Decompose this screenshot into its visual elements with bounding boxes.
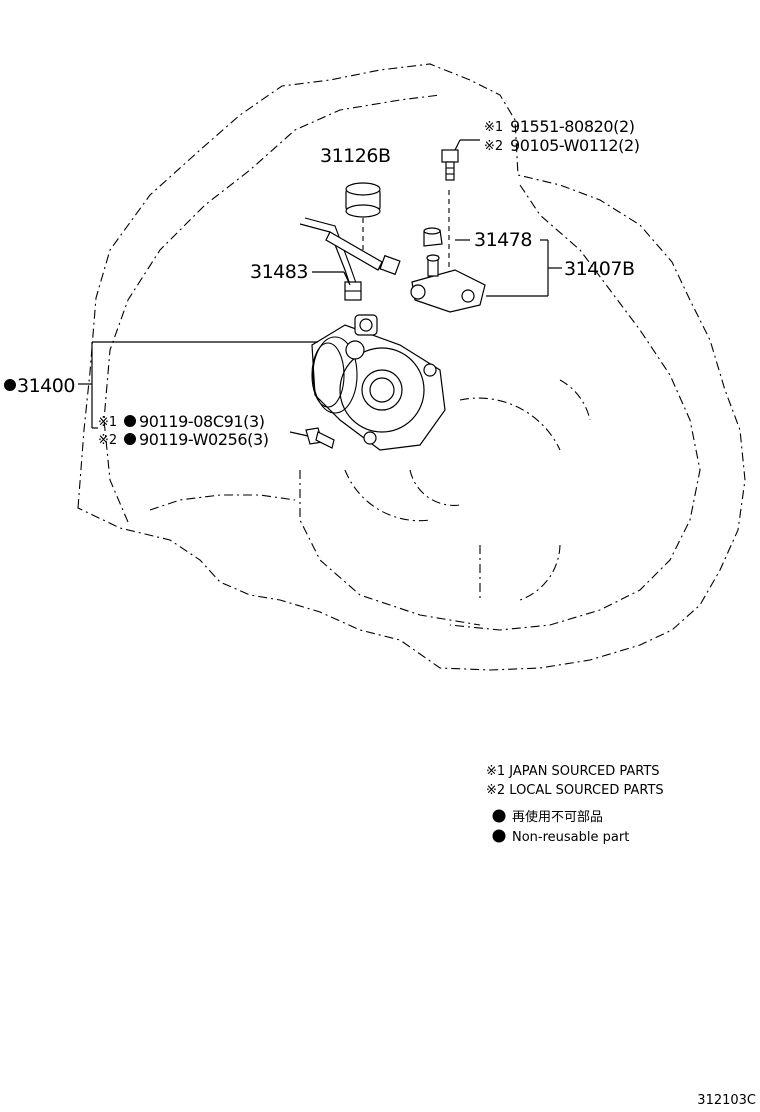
mark-local-mid: ※2 [98, 433, 117, 448]
bolt-mid[interactable] [305, 427, 335, 449]
label-31407B: 31407B [564, 258, 634, 280]
label-31400: 31400 [17, 375, 75, 397]
legend-non-reusable-jp: 再使用不可部品 [512, 809, 603, 825]
bleeder-assembly-31407B[interactable] [410, 254, 486, 313]
label-bolt-top-japan: 91551-80820(2) [510, 117, 635, 136]
mark-japan-top: ※1 [484, 120, 503, 135]
grommet-31126B[interactable] [345, 182, 381, 262]
non-reusable-dot-bolt-local [124, 433, 136, 445]
legend-dot-jp [492, 809, 506, 823]
label-31478: 31478 [474, 229, 532, 251]
non-reusable-dot-bolt-japan [124, 415, 136, 427]
label-bolt-top-local: 90105-W0112(2) [510, 136, 640, 155]
transmission-housing-outline [77, 63, 746, 671]
mark-local-top: ※2 [484, 139, 503, 154]
diagram-code: 312103C [697, 1093, 756, 1108]
mark-japan-mid: ※1 [98, 415, 117, 430]
clutch-hose-31483[interactable] [299, 217, 401, 301]
legend-japan: ※1 JAPAN SOURCED PARTS [486, 764, 660, 779]
leader-lines [78, 139, 562, 437]
bolt-top[interactable] [441, 149, 459, 181]
legend-dot-en [492, 829, 506, 843]
label-31483: 31483 [250, 261, 308, 283]
legend-non-reusable-en: Non-reusable part [512, 830, 629, 845]
legend: ※1 JAPAN SOURCED PARTS ※2 LOCAL SOURCED … [486, 764, 664, 845]
legend-local: ※2 LOCAL SOURCED PARTS [486, 783, 664, 798]
label-bolt-mid-local: 90119-W0256(3) [139, 430, 269, 449]
label-bolt-mid-japan: 90119-08C91(3) [139, 412, 265, 431]
label-31126B: 31126B [320, 145, 390, 167]
bleeder-cap-31478[interactable] [423, 190, 450, 275]
release-cylinder-31400[interactable] [311, 314, 446, 451]
non-reusable-dot-31400 [4, 379, 16, 391]
